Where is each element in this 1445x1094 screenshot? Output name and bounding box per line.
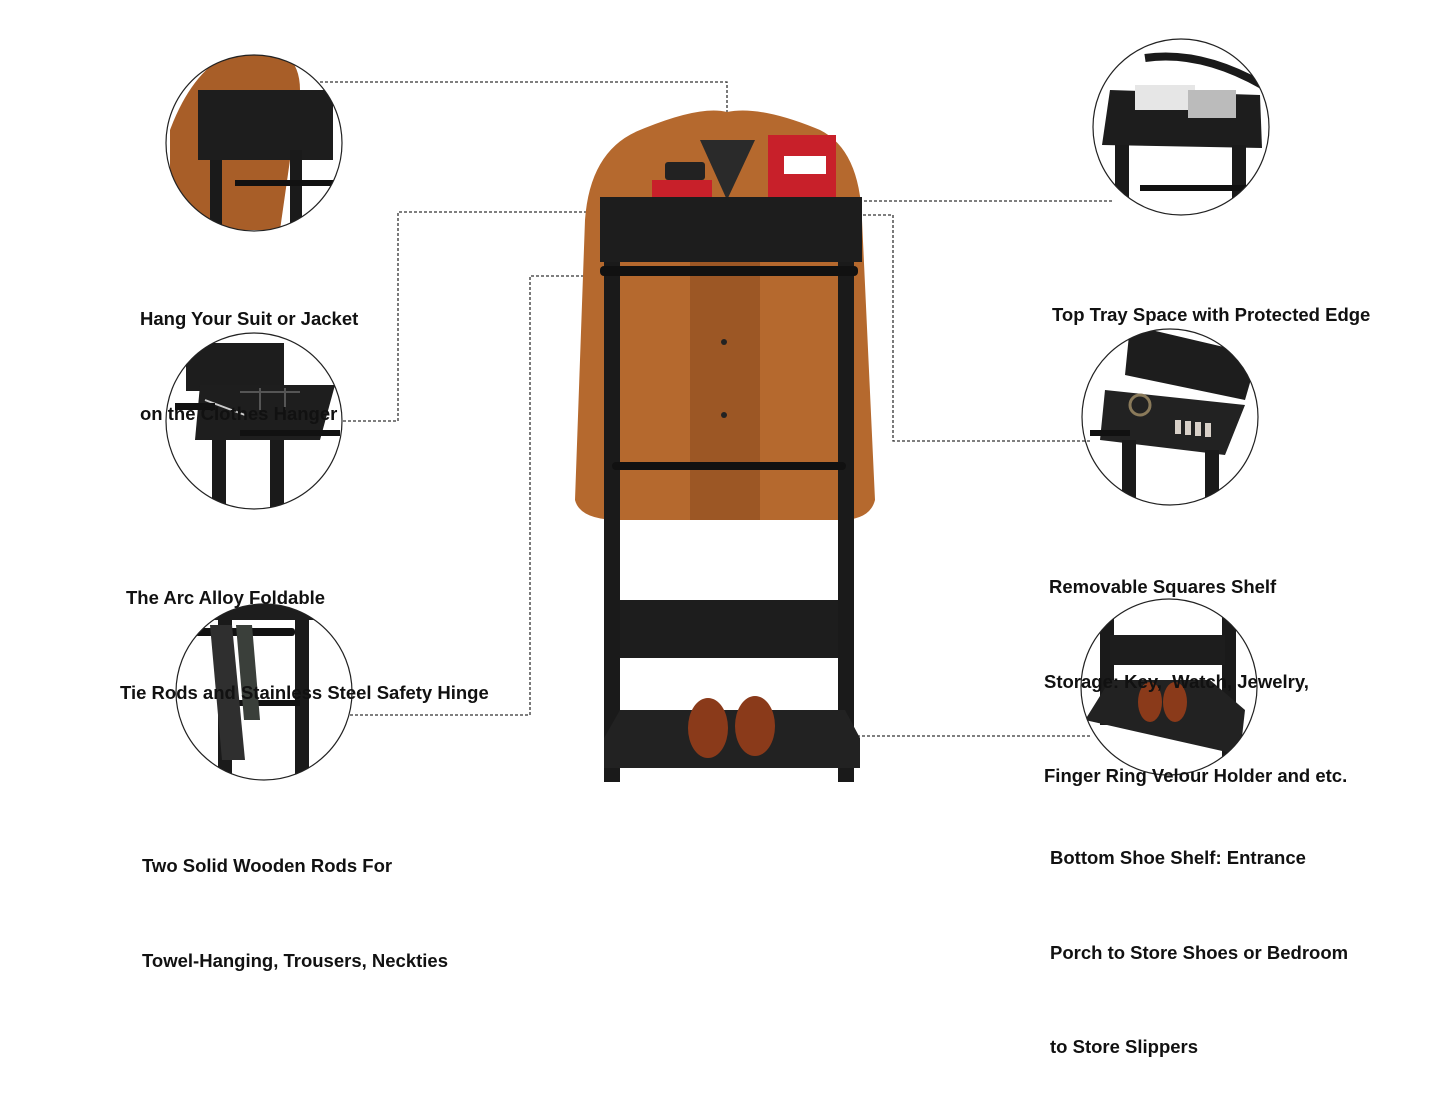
feature-label-top-tray: Top Tray Space with Protected Edge	[1052, 236, 1370, 362]
detail-hanger	[165, 54, 343, 232]
feature-line: Bottom Shoe Shelf: Entrance	[1050, 847, 1306, 868]
feature-line: Towel-Hanging, Trousers, Neckties	[142, 949, 449, 971]
feature-line: Two Solid Wooden Rods For	[142, 855, 393, 876]
feature-line: Hang Your Suit or Jacket	[140, 308, 359, 329]
feature-line: The Arc Alloy Foldable	[126, 587, 326, 608]
feature-line: Porch to Store Shoes or Bedroom	[1050, 941, 1349, 963]
feature-label-wooden-rods: Two Solid Wooden Rods For Towel-Hanging,…	[142, 787, 448, 1008]
detail-storage-shelf	[1081, 328, 1259, 506]
feature-line: Tie Rods and Stainless Steel Safety Hing…	[120, 681, 489, 703]
feature-label-shoe-shelf: Bottom Shoe Shelf: Entrance Porch to Sto…	[1050, 779, 1348, 1094]
detail-top-tray	[1092, 38, 1270, 216]
feature-label-hanger: Hang Your Suit or Jacket on the Clothes …	[140, 240, 358, 461]
feature-line: Finger Ring Velour Holder and etc.	[1044, 765, 1348, 786]
feature-label-storage: Removable Squares Shelf Storage: Key, Wa…	[1044, 508, 1347, 823]
product-illustration	[165, 38, 1270, 782]
feature-line: Top Tray Space with Protected Edge	[1052, 304, 1371, 325]
feature-label-tie-rods: The Arc Alloy Foldable Tie Rods and Stai…	[120, 519, 489, 740]
feature-line: on the Clothes Hanger	[140, 402, 338, 424]
feature-line: Storage: Key, Watch, Jewelry,	[1044, 670, 1309, 692]
detail-foldable-tie-rods	[165, 332, 343, 510]
feature-line: to Store Slippers	[1050, 1036, 1199, 1057]
valet-stand	[575, 110, 875, 782]
detail-shoe-shelf	[1080, 598, 1258, 776]
feature-line: Removable Squares Shelf	[1049, 576, 1277, 597]
